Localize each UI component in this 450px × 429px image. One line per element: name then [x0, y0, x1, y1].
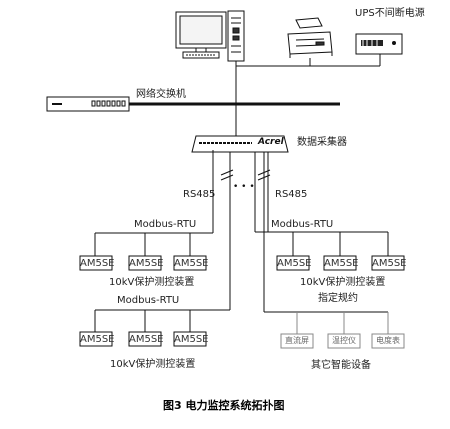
- device-label: 电度表: [376, 336, 400, 345]
- protect-right-top-label: 10kV保护测控装置: [300, 277, 386, 288]
- collector-label: 数据采集器: [297, 137, 347, 148]
- device-label: AM5SE: [324, 258, 359, 269]
- switch-label: 网络交换机: [136, 89, 186, 100]
- rs485-right-label: RS485: [275, 189, 308, 200]
- other-devices-label: 其它智能设备: [311, 360, 371, 371]
- device-label: 直流屏: [285, 336, 309, 345]
- device-label: AM5SE: [174, 258, 209, 269]
- computer-icon: [175, 10, 245, 62]
- device-group-left-top: [79, 255, 207, 271]
- data-collector-icon: [191, 135, 289, 153]
- device-label: 温控仪: [332, 336, 356, 345]
- modbus-left-bottom-label: Modbus-RTU: [117, 295, 180, 306]
- device-label: AM5SE: [129, 258, 164, 269]
- device-group-left-bottom: [79, 331, 207, 347]
- device-group-other: [280, 333, 405, 349]
- modbus-left-top-label: Modbus-RTU: [134, 219, 197, 230]
- figure-caption: 图3 电力监控系统拓扑图: [163, 399, 285, 412]
- more-channels-dots: • • •: [233, 182, 255, 192]
- protect-left-top-label: 10kV保护测控装置: [109, 277, 195, 288]
- protect-left-bottom-label: 10kV保护测控装置: [110, 359, 196, 370]
- ups-icon: [355, 33, 403, 55]
- device-label: AM5SE: [174, 334, 209, 345]
- device-label: AM5SE: [372, 258, 407, 269]
- printer-icon: [287, 17, 333, 58]
- device-group-right-top: [276, 255, 405, 271]
- device-label: AM5SE: [80, 334, 115, 345]
- rs485-left-label: RS485: [183, 189, 216, 200]
- device-label: AM5SE: [129, 334, 164, 345]
- device-label: AM5SE: [277, 258, 312, 269]
- collector-brand: Acrel: [258, 137, 284, 147]
- device-label: AM5SE: [80, 258, 115, 269]
- modbus-right-top-label: Modbus-RTU: [271, 219, 334, 230]
- network-switch-icon: [46, 96, 130, 112]
- specified-protocol-label: 指定规约: [318, 293, 358, 304]
- ups-label: UPS不间断电源: [355, 8, 425, 19]
